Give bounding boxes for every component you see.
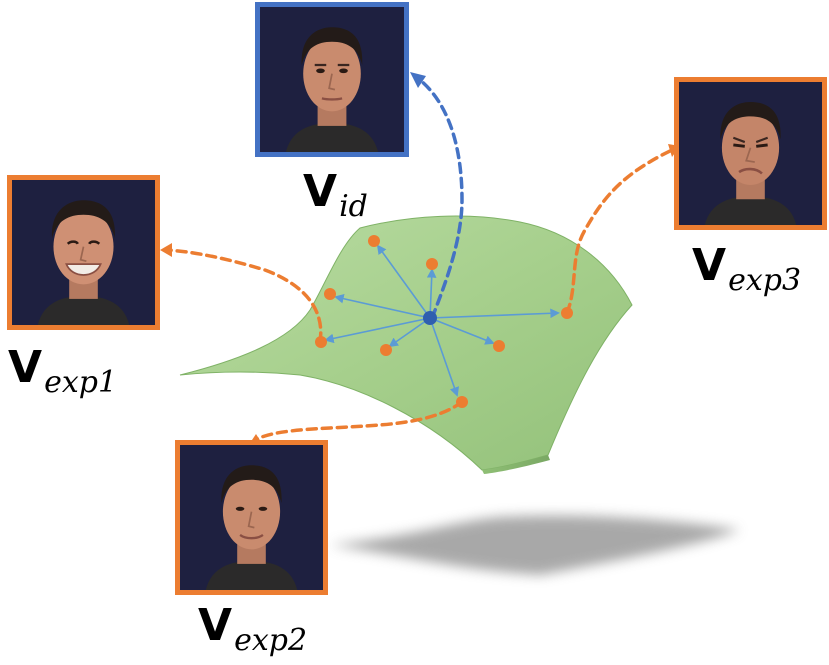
neutral-face-photo-icon [260,7,404,152]
manifold-shadow [330,515,740,575]
sample-point [561,307,573,319]
sample-point [426,258,438,270]
label-exp1-main: V [8,342,43,393]
vector-arrow [429,317,495,345]
slight-smile-face-photo-icon [180,445,323,590]
difference-vectors [324,244,560,397]
sample-point [324,288,336,300]
link-arrowhead [160,243,172,257]
label-identity-main: V [303,166,338,217]
identity-face-frame [255,2,409,157]
sample-point [315,336,327,348]
link-to-identity [418,78,464,320]
label-identity-sub: id [339,189,368,224]
vector-arrow [429,317,459,397]
link-to-exp3 [565,148,674,315]
manifold-surface [179,215,633,471]
label-exp2-sub: exp2 [234,623,308,658]
vector-arrow [324,317,431,344]
label-exp1-sub: exp1 [44,365,118,400]
identity-point [423,311,437,325]
label-exp3: Vexp3 [692,244,801,296]
vector-arrow [334,293,431,319]
label-exp1: Vexp1 [8,346,117,398]
exp3-face-frame [674,77,827,230]
sample-point [456,396,468,408]
sample-point [493,340,505,352]
label-exp3-main: V [692,240,727,291]
vector-arrow [429,308,560,319]
vector-arrow [388,317,431,348]
label-exp2: Vexp2 [198,604,307,656]
expression-points [315,235,573,408]
vector-arrow [426,268,437,319]
smiling-face-photo-icon [12,180,155,325]
sample-point [380,344,392,356]
link-to-exp1 [166,248,323,344]
vector-arrow [376,244,431,319]
label-exp2-main: V [198,600,233,651]
exp2-face-frame [175,440,328,595]
sample-point [368,235,380,247]
label-exp3-sub: exp3 [728,263,802,298]
link-arrowhead [410,72,426,88]
link-to-exp2 [253,400,464,442]
exp1-face-frame [7,175,160,330]
manifold-edge [482,455,550,474]
label-identity: Vid [303,170,368,222]
disgust-face-photo-icon [679,82,822,225]
